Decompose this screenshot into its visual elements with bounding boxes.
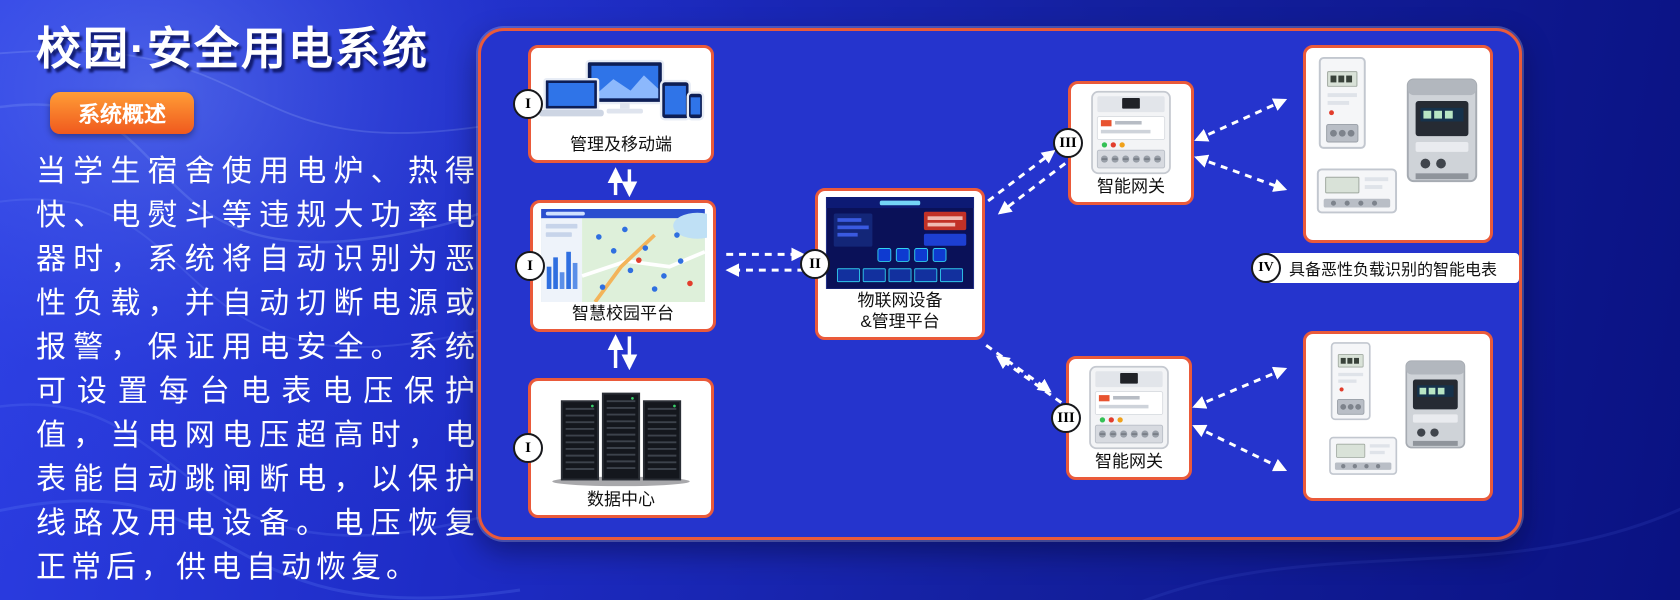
- smart-meters-panel-bottom: [1303, 331, 1493, 501]
- node-label-iot: 物联网设备 &管理平台: [858, 289, 943, 334]
- node-label-iot-line2: &管理平台: [860, 312, 940, 331]
- node-badge-gateway-bottom: III: [1051, 403, 1081, 433]
- iot-dashboard-icon: [824, 197, 976, 289]
- node-iot-platform: II: [800, 188, 985, 340]
- node-management-mobile: I 管理及移动端: [513, 45, 714, 163]
- smart-meters-panel-top: [1303, 45, 1493, 243]
- node-badge-campus: I: [515, 251, 545, 281]
- node-badge-gateway-top: III: [1053, 128, 1083, 158]
- node-label-campus: 智慧校园平台: [572, 304, 674, 323]
- node-badge-management: I: [513, 89, 543, 119]
- smart-meter-icon: [1316, 56, 1478, 214]
- devices-icon: [537, 54, 705, 133]
- node-gateway-top: III: [1053, 81, 1194, 205]
- system-diagram-panel: I 管理及移动端: [478, 28, 1522, 540]
- node-gateway-bottom: III: [1051, 356, 1192, 480]
- node-badge-iot: II: [800, 249, 830, 279]
- node-label-iot-line1: 物联网设备: [857, 291, 943, 310]
- node-badge-datacenter: I: [513, 433, 543, 463]
- server-rack-icon: [537, 387, 705, 488]
- node-label-gateway-top: 智能网关: [1097, 177, 1165, 196]
- node-campus-platform: I: [515, 200, 716, 332]
- smart-meter-icon: [1329, 342, 1466, 475]
- intro-column: 校园·安全用电系统 系统概述 当学生宿舍使用电炉、热得快、电熨斗等违规大功率电器…: [36, 12, 480, 590]
- node-label-datacenter: 数据中心: [587, 490, 655, 509]
- meters-caption: 具备恶性负载识别的智能电表: [1267, 253, 1519, 283]
- overview-badge: 系统概述: [50, 92, 195, 134]
- node-label-management: 管理及移动端: [570, 135, 672, 154]
- node-label-gateway-bottom: 智能网关: [1095, 452, 1163, 471]
- dashboard-map-icon: [539, 209, 707, 302]
- system-description: 当学生宿舍使用电炉、热得快、电熨斗等违规大功率电器时，系统将自动识别为恶性负载，…: [36, 155, 480, 584]
- gateway-device-icon: [1077, 90, 1185, 175]
- page-title: 校园·安全用电系统: [36, 23, 429, 74]
- gateway-device-icon: [1075, 365, 1183, 450]
- node-badge-meters: IV: [1251, 253, 1281, 283]
- node-data-center: I 数据中心: [513, 378, 714, 518]
